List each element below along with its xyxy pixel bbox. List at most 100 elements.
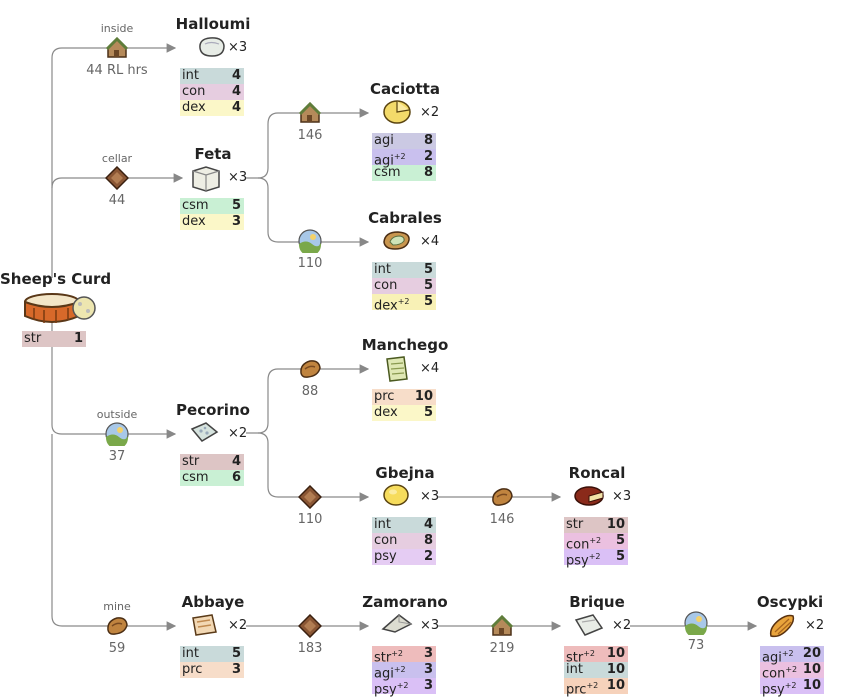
stat-label: int	[182, 646, 199, 661]
cheese-icon	[382, 228, 412, 256]
cheese-icon	[382, 483, 410, 511]
yield-multiplier: ×2	[805, 618, 825, 633]
stat-label: dex	[374, 405, 398, 420]
stat-bonus: +2	[393, 665, 406, 674]
yield-multiplier: ×2	[228, 618, 248, 633]
cheese-icon	[382, 99, 412, 129]
stat-row-con: con 4	[180, 84, 244, 100]
stat-value: 5	[423, 262, 433, 277]
yield-multiplier: ×2	[420, 105, 440, 120]
stat-row-psy: psy+2 10	[760, 678, 824, 698]
stat-name: dex	[374, 405, 398, 421]
stat-value: 8	[423, 133, 433, 148]
node-title: Oscypki	[756, 593, 824, 611]
stat-row-str: str 10	[564, 517, 628, 533]
stat-name: agi+2	[374, 149, 406, 169]
stat-name: agi+2	[374, 662, 406, 681]
stat-value: 5	[423, 278, 433, 293]
stat-row-dex: dex+2 5	[372, 294, 436, 314]
stat-name: int	[374, 262, 391, 278]
house-icon	[298, 101, 322, 129]
stat-value: 8	[423, 165, 433, 180]
house-icon	[105, 36, 129, 64]
stat-bonus: +2	[397, 297, 410, 306]
stat-label: prc	[374, 389, 395, 404]
edge-cost: 146	[297, 128, 323, 143]
node-title: Halloumi	[175, 15, 251, 33]
stat-name: str+2	[566, 646, 595, 665]
stat-label: con	[566, 537, 590, 553]
node-title: Gbejna	[375, 464, 435, 482]
stat-row-str: str 1	[22, 331, 86, 347]
node-title: Brique	[569, 593, 625, 611]
stat-label: str	[566, 517, 584, 532]
stat-label: csm	[374, 165, 401, 180]
house-icon	[490, 614, 514, 642]
mine-icon	[490, 485, 514, 513]
yield-multiplier: ×3	[228, 40, 248, 55]
stat-name: con	[182, 84, 205, 100]
outside-icon	[684, 611, 708, 639]
stat-label: psy	[374, 549, 397, 564]
stat-label: dex	[182, 100, 206, 115]
stat-value: 2	[423, 549, 433, 564]
node-title: Roncal	[568, 464, 626, 482]
stat-label: int	[182, 68, 199, 83]
cheese-icon	[382, 355, 410, 387]
stat-value: 3	[231, 214, 241, 229]
edge-cost: 44 RL hrs	[86, 63, 148, 78]
stat-label: int	[374, 262, 391, 277]
stat-bonus: +2	[586, 681, 599, 690]
stat-label: str	[24, 331, 42, 346]
node-title: Pecorino	[176, 401, 250, 419]
node-title: Zamorano	[362, 593, 448, 611]
stat-label: csm	[182, 470, 209, 485]
stat-value: 5	[423, 294, 433, 309]
stat-name: csm	[182, 198, 209, 214]
stat-name: psy+2	[566, 549, 601, 568]
stat-name: int	[374, 517, 391, 533]
stat-value: 4	[423, 517, 433, 532]
stat-value: 10	[606, 517, 625, 532]
stat-label: psy	[762, 682, 785, 698]
stat-name: con	[374, 533, 397, 549]
node-title: Caciotta	[370, 80, 440, 98]
stat-name: str	[566, 517, 583, 533]
cheese-icon	[381, 612, 413, 638]
edge-cost: 59	[108, 641, 126, 656]
stat-value: 3	[231, 662, 241, 677]
stat-bonus: +2	[391, 649, 404, 658]
cellar-icon	[297, 484, 323, 513]
stat-name: prc+2	[566, 678, 599, 697]
mine-icon	[105, 614, 129, 642]
stat-value: 10	[606, 646, 625, 661]
stat-label: dex	[182, 214, 206, 229]
edge-cost: 146	[489, 512, 515, 527]
stat-label: dex	[374, 298, 398, 314]
stat-name: int	[182, 68, 199, 84]
stat-value: 10	[802, 678, 821, 693]
stat-row-csm: csm 8	[372, 165, 436, 181]
edge-cost: 110	[297, 256, 323, 271]
stat-value: 4	[231, 454, 241, 469]
stat-name: psy+2	[374, 678, 409, 697]
edge-label: outside	[96, 408, 138, 421]
stat-value: 3	[423, 678, 433, 693]
stat-name: psy+2	[762, 678, 797, 698]
stat-name: prc	[374, 389, 394, 405]
stat-label: agi	[374, 153, 394, 169]
stat-value: 4	[231, 84, 241, 99]
stat-value: 1	[73, 331, 83, 346]
edge-label: cellar	[101, 152, 133, 165]
cheese-icon	[573, 612, 605, 642]
stat-label: int	[374, 517, 391, 532]
stat-label: agi	[762, 650, 782, 666]
